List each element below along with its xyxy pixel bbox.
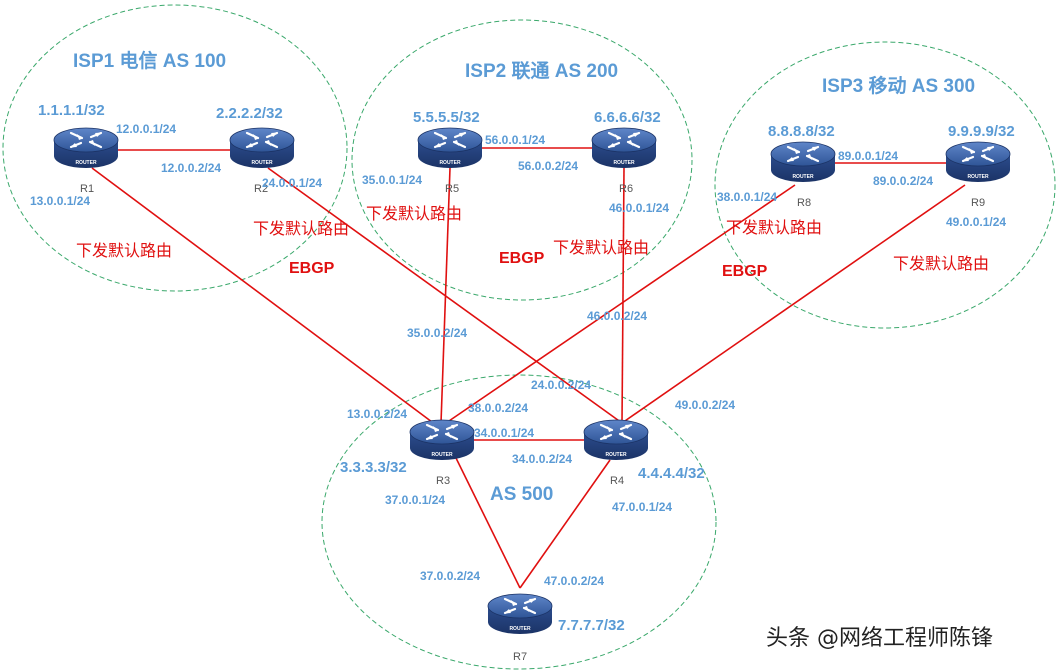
ip-r3-r4: 34.0.0.1/24 bbox=[474, 426, 534, 440]
link-r4-r7 bbox=[519, 459, 611, 589]
router-icon-text-r2: ROUTER bbox=[251, 160, 273, 166]
ebgp-label-isp2: EBGP bbox=[499, 250, 545, 267]
loopback-r4: 4.4.4.4/32 bbox=[638, 465, 705, 482]
router-name-r4: R4 bbox=[610, 475, 624, 487]
ip-r2-r1: 12.0.0.2/24 bbox=[161, 161, 221, 175]
ebgp-label-isp3: EBGP bbox=[722, 263, 768, 280]
ip-r2-r4: 24.0.0.1/24 bbox=[262, 176, 322, 190]
region-isp2 bbox=[351, 19, 693, 301]
ebgp-label-isp1: EBGP bbox=[289, 260, 335, 277]
region-title-isp3: ISP3 移动 AS 300 bbox=[822, 74, 975, 97]
loopback-r6: 6.6.6.6/32 bbox=[594, 109, 661, 126]
ip-r3-r8: 38.0.0.2/24 bbox=[468, 401, 528, 415]
router-icon-text-r9: ROUTER bbox=[967, 174, 989, 180]
loopback-r5: 5.5.5.5/32 bbox=[413, 109, 480, 126]
ip-r5-r3: 35.0.0.1/24 bbox=[362, 173, 422, 187]
router-name-r7: R7 bbox=[513, 651, 527, 663]
router-name-r5: R5 bbox=[445, 183, 459, 195]
region-title-as500: AS 500 bbox=[490, 484, 553, 505]
link-r8-r3 bbox=[445, 184, 796, 424]
ip-r7-r4: 47.0.0.2/24 bbox=[544, 574, 604, 588]
region-title-isp2: ISP2 联通 AS 200 bbox=[465, 60, 618, 82]
default-route-label-isp2-a: 下发默认路由 bbox=[366, 204, 462, 223]
link-r3-r7 bbox=[455, 457, 521, 589]
as-regions bbox=[2, 4, 1056, 670]
router-name-r1: R1 bbox=[80, 183, 94, 195]
ip-r7-r3: 37.0.0.2/24 bbox=[420, 569, 480, 583]
router-icon-text-r4: ROUTER bbox=[605, 452, 627, 458]
links bbox=[91, 147, 966, 589]
region-isp3 bbox=[714, 41, 1056, 329]
link-r6-r4 bbox=[621, 167, 625, 424]
loopback-r3: 3.3.3.3/32 bbox=[340, 459, 407, 476]
router-icon-labels: ROUTER ROUTER ROUTER ROUTER ROUTER ROUTE… bbox=[75, 160, 989, 632]
link-r5-r3 bbox=[440, 167, 451, 424]
default-route-label-isp2-b: 下发默认路由 bbox=[553, 238, 649, 257]
ip-r4-r6: 46.0.0.2/24 bbox=[587, 309, 647, 323]
watermark: 头条 @网络工程师陈锋 bbox=[766, 626, 993, 651]
loopback-r2: 2.2.2.2/32 bbox=[216, 105, 283, 122]
ip-r4-r2: 24.0.0.2/24 bbox=[531, 378, 591, 392]
ip-r3-r1: 13.0.0.2/24 bbox=[347, 407, 407, 421]
ip-r1-r3: 13.0.0.1/24 bbox=[30, 194, 90, 208]
router-icon-text-r5: ROUTER bbox=[439, 160, 461, 166]
ip-r9-r4: 49.0.0.1/24 bbox=[946, 215, 1006, 229]
ip-r5-r6: 56.0.0.1/24 bbox=[485, 133, 545, 147]
loopback-r1: 1.1.1.1/32 bbox=[38, 102, 105, 119]
ip-r3-r7: 37.0.0.1/24 bbox=[385, 493, 445, 507]
region-isp1 bbox=[2, 4, 348, 292]
router-name-r8: R8 bbox=[797, 197, 811, 209]
ip-r4-r3: 34.0.0.2/24 bbox=[512, 452, 572, 466]
ip-r9-r8: 89.0.0.2/24 bbox=[873, 174, 933, 188]
region-title-isp1: ISP1 电信 AS 100 bbox=[73, 49, 226, 72]
ip-r6-r5: 56.0.0.2/24 bbox=[518, 159, 578, 173]
router-icon-text-r3: ROUTER bbox=[431, 452, 453, 458]
link-r9-r4 bbox=[621, 184, 966, 424]
router-icon-text-r7: ROUTER bbox=[509, 626, 531, 632]
router-icon-text-r8: ROUTER bbox=[792, 174, 814, 180]
loopback-r7: 7.7.7.7/32 bbox=[558, 617, 625, 634]
loopback-r8: 8.8.8.8/32 bbox=[768, 123, 835, 140]
default-route-label-isp1-a: 下发默认路由 bbox=[76, 241, 172, 260]
ip-r4-r9: 49.0.0.2/24 bbox=[675, 398, 735, 412]
region-as500 bbox=[321, 374, 717, 670]
router-name-r3: R3 bbox=[436, 475, 450, 487]
router-icon-text-r6: ROUTER bbox=[613, 160, 635, 166]
default-route-label-isp1-b: 下发默认路由 bbox=[253, 219, 349, 238]
router-name-r2: R2 bbox=[254, 183, 268, 195]
ip-r3-r5: 35.0.0.2/24 bbox=[407, 326, 467, 340]
router-name-r6: R6 bbox=[619, 183, 633, 195]
ip-r4-r7: 47.0.0.1/24 bbox=[612, 500, 672, 514]
ip-r1-r2: 12.0.0.1/24 bbox=[116, 122, 176, 136]
ip-r6-r4: 46.0.0.1/24 bbox=[609, 201, 669, 215]
default-route-label-isp3-b: 下发默认路由 bbox=[893, 254, 989, 273]
router-name-r9: R9 bbox=[971, 197, 985, 209]
ip-r8-r3: 38.0.0.1/24 bbox=[717, 190, 777, 204]
link-r1-r3 bbox=[91, 167, 437, 426]
ip-r8-r9: 89.0.0.1/24 bbox=[838, 149, 898, 163]
loopback-r9: 9.9.9.9/32 bbox=[948, 123, 1015, 140]
router-icon-text-r1: ROUTER bbox=[75, 160, 97, 166]
default-route-label-isp3-a: 下发默认路由 bbox=[726, 218, 822, 237]
